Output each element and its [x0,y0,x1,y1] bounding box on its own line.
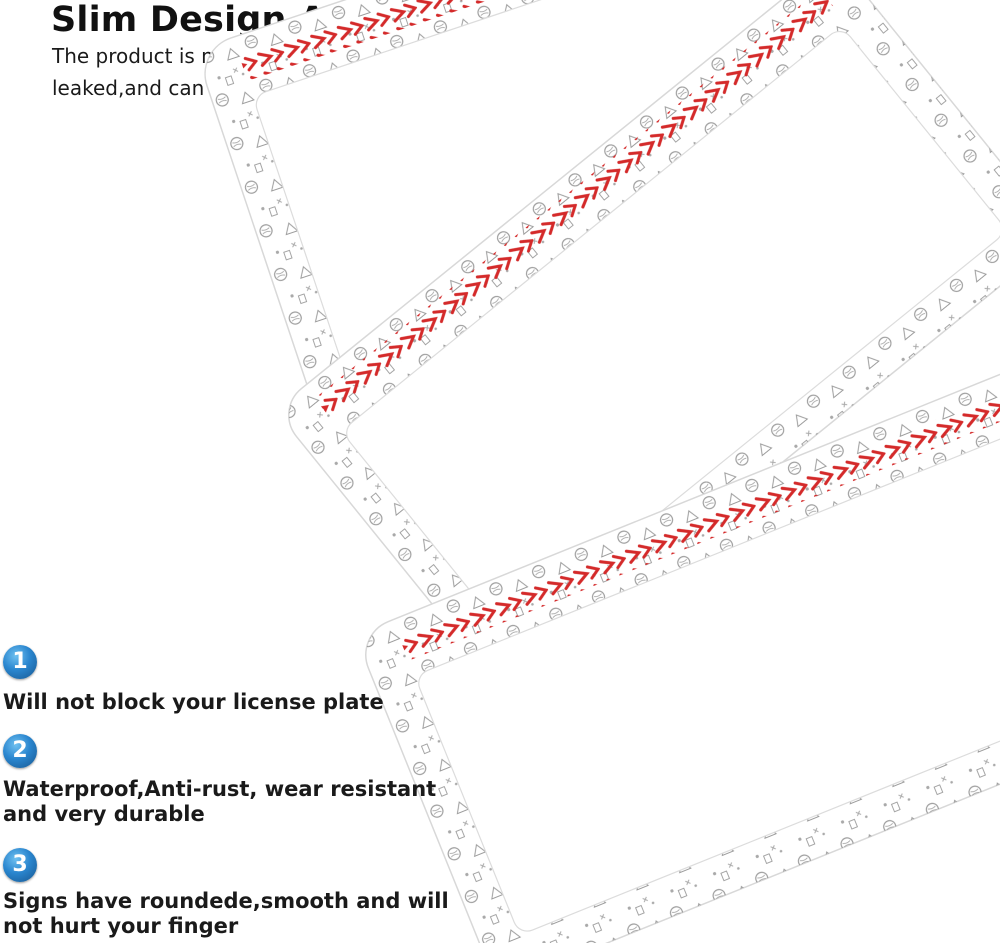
feature-1-text: Will not block your license plate [3,690,384,714]
number-badge-2-icon: 2 [3,734,37,768]
feature-3-text-line-1: Signs have roundede,smooth and will [3,889,449,913]
number-badge-1-icon: 1 [3,645,37,679]
license-frame-middle [288,0,1000,677]
feature-2-text-line-2: and very durable [3,802,205,826]
feature-2-text-line-1: Waterproof,Anti-rust, wear resistant [3,777,437,801]
feature-3-text-line-2: not hurt your finger [3,914,239,938]
number-badge-3-icon: 3 [3,848,37,882]
license-frame-bottom [365,360,1000,943]
